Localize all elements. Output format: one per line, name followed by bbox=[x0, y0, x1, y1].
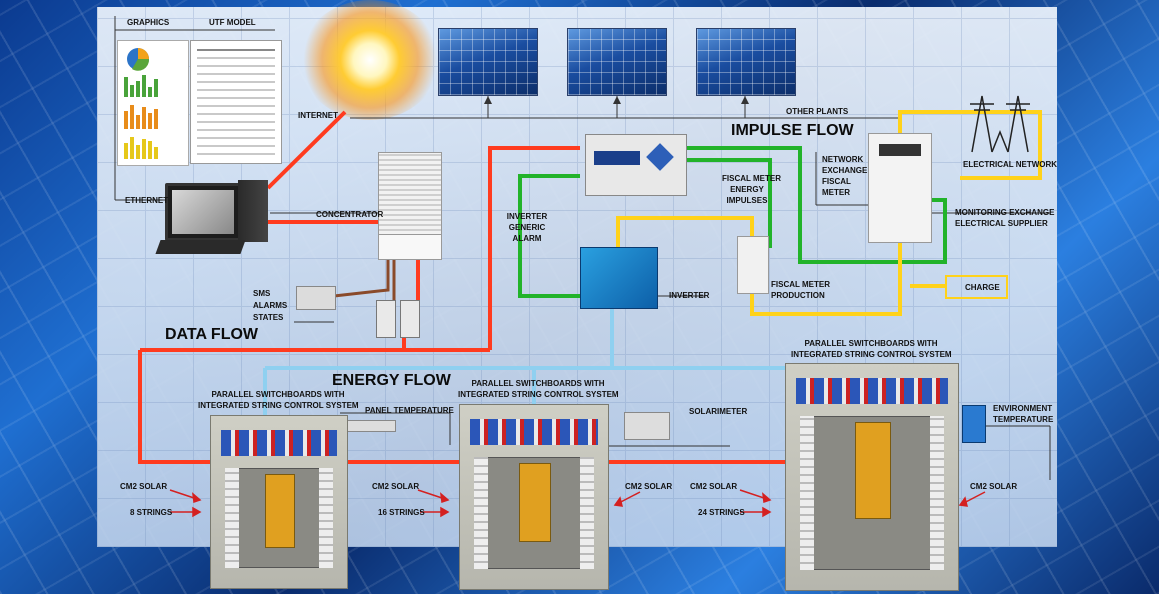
charge-label: CHARGE bbox=[945, 275, 1008, 299]
graphics-label: GRAPHICS bbox=[127, 18, 170, 27]
switchboard-icon bbox=[785, 363, 959, 591]
data-logger-icon bbox=[585, 134, 687, 196]
ethernet-label: ETHERNET bbox=[125, 196, 169, 205]
monitoring-exchange-label-line1: MONITORING EXCHANGE bbox=[955, 208, 1055, 217]
modem-cable bbox=[333, 258, 396, 300]
gsm-modem-icon bbox=[296, 286, 336, 310]
states-label: STATES bbox=[253, 313, 284, 322]
production-meter-icon bbox=[737, 236, 769, 294]
switchboard-middle-label-line2: INTEGRATED STRING CONTROL SYSTEM bbox=[458, 390, 619, 399]
computer-icon bbox=[165, 183, 241, 241]
inverter-icon bbox=[580, 247, 658, 309]
cm2-solar-label: CM2 SOLAR bbox=[372, 482, 420, 491]
inverter-alarm-label-line3: ALARM bbox=[512, 234, 542, 243]
cm2-solar-label: CM2 SOLAR bbox=[690, 482, 738, 491]
fiscal-meter-production-label-line1: FISCAL METER bbox=[771, 280, 830, 289]
power-tower-icon bbox=[970, 95, 1030, 153]
fiscal-meter-impulses-label-line3: IMPULSES bbox=[726, 196, 768, 205]
electrical-network-label: ELECTRICAL NETWORK bbox=[963, 160, 1058, 169]
leader-lines bbox=[114, 16, 1051, 480]
switchboard-left-label-line1: PARALLEL SWITCHBOARDS WITH bbox=[211, 390, 345, 399]
internet-label: INTERNET bbox=[298, 111, 338, 120]
strings-24-label: 24 STRINGS bbox=[698, 508, 745, 517]
concentrator-label: CONCENTRATOR bbox=[316, 210, 384, 219]
solar-panel-icon bbox=[438, 28, 538, 96]
cm2-solar-label: CM2 SOLAR bbox=[120, 482, 168, 491]
energy-flow-title: ENERGY FLOW bbox=[332, 372, 451, 389]
graphics-charts-icon bbox=[124, 48, 158, 159]
impulse-flow-lines bbox=[518, 146, 947, 298]
fiscal-meter-impulses-label-line1: FISCAL METER bbox=[722, 174, 781, 183]
alarms-label: ALARMS bbox=[253, 301, 288, 310]
sms-label: SMS bbox=[253, 289, 271, 298]
sun-icon bbox=[300, 0, 440, 120]
panel-arrows bbox=[484, 96, 749, 104]
strings-8-label: 8 STRINGS bbox=[130, 508, 173, 517]
fiscal-meter-production-label-line2: PRODUCTION bbox=[771, 291, 825, 300]
solar-panel-icon bbox=[567, 28, 667, 96]
charge-flow-lines bbox=[616, 110, 1042, 316]
solar-panel-icon bbox=[696, 28, 796, 96]
solarimeter-label: SOLARIMETER bbox=[689, 407, 748, 416]
switchboard-middle-label-line1: PARALLEL SWITCHBOARDS WITH bbox=[471, 379, 605, 388]
other-plants-label: OTHER PLANTS bbox=[786, 107, 849, 116]
utf-model-document-icon bbox=[190, 40, 282, 164]
cm2-solar-label: CM2 SOLAR bbox=[970, 482, 1018, 491]
environment-temperature-sensor-icon bbox=[962, 405, 986, 443]
inverter-alarm-label-line2: GENERIC bbox=[508, 223, 546, 232]
data-flow-lines bbox=[138, 110, 786, 464]
cm2-solar-label: CM2 SOLAR bbox=[625, 482, 673, 491]
switchboard-left-label-line2: INTEGRATED STRING CONTROL SYSTEM bbox=[198, 401, 359, 410]
concentrator-base bbox=[378, 234, 442, 260]
computer-tower-icon bbox=[238, 180, 268, 242]
environment-temperature-label-line2: TEMPERATURE bbox=[993, 415, 1054, 424]
solarimeter-icon bbox=[624, 412, 670, 440]
strings-16-label: 16 STRINGS bbox=[378, 508, 425, 517]
panel-temperature-label: PANEL TEMPERATURE bbox=[365, 406, 454, 415]
panel-temperature-sensor-icon bbox=[346, 420, 396, 432]
network-exchange-label-line4: METER bbox=[822, 188, 850, 197]
switchboard-right-label-line2: INTEGRATED STRING CONTROL SYSTEM bbox=[791, 350, 952, 359]
string-arrows bbox=[169, 489, 986, 518]
fuse-icon bbox=[376, 300, 396, 338]
network-exchange-label-line2: EXCHANGE bbox=[822, 166, 868, 175]
monitoring-exchange-label-line2: ELECTRICAL SUPPLIER bbox=[955, 219, 1048, 228]
inverter-label: INVERTER bbox=[669, 291, 710, 300]
impulse-flow-title: IMPULSE FLOW bbox=[731, 122, 854, 139]
utf-model-label: UTF MODEL bbox=[209, 18, 256, 27]
fiscal-meter-impulses-label-line2: ENERGY bbox=[730, 185, 764, 194]
keyboard-icon bbox=[155, 240, 246, 254]
fiscal-meter-icon bbox=[868, 133, 932, 243]
switchboard-right-label-line1: PARALLEL SWITCHBOARDS WITH bbox=[804, 339, 938, 348]
network-exchange-label-line3: FISCAL bbox=[822, 177, 851, 186]
environment-temperature-label-line1: ENVIRONMENT bbox=[993, 404, 1053, 413]
fuse-icon bbox=[400, 300, 420, 338]
switchboard-icon bbox=[459, 404, 609, 590]
switchboard-icon bbox=[210, 415, 348, 589]
data-flow-title: DATA FLOW bbox=[165, 326, 259, 343]
inverter-alarm-label-line1: INVERTER bbox=[506, 212, 548, 221]
graphics-report-icon bbox=[117, 40, 189, 166]
network-exchange-label-line1: NETWORK bbox=[822, 155, 864, 164]
